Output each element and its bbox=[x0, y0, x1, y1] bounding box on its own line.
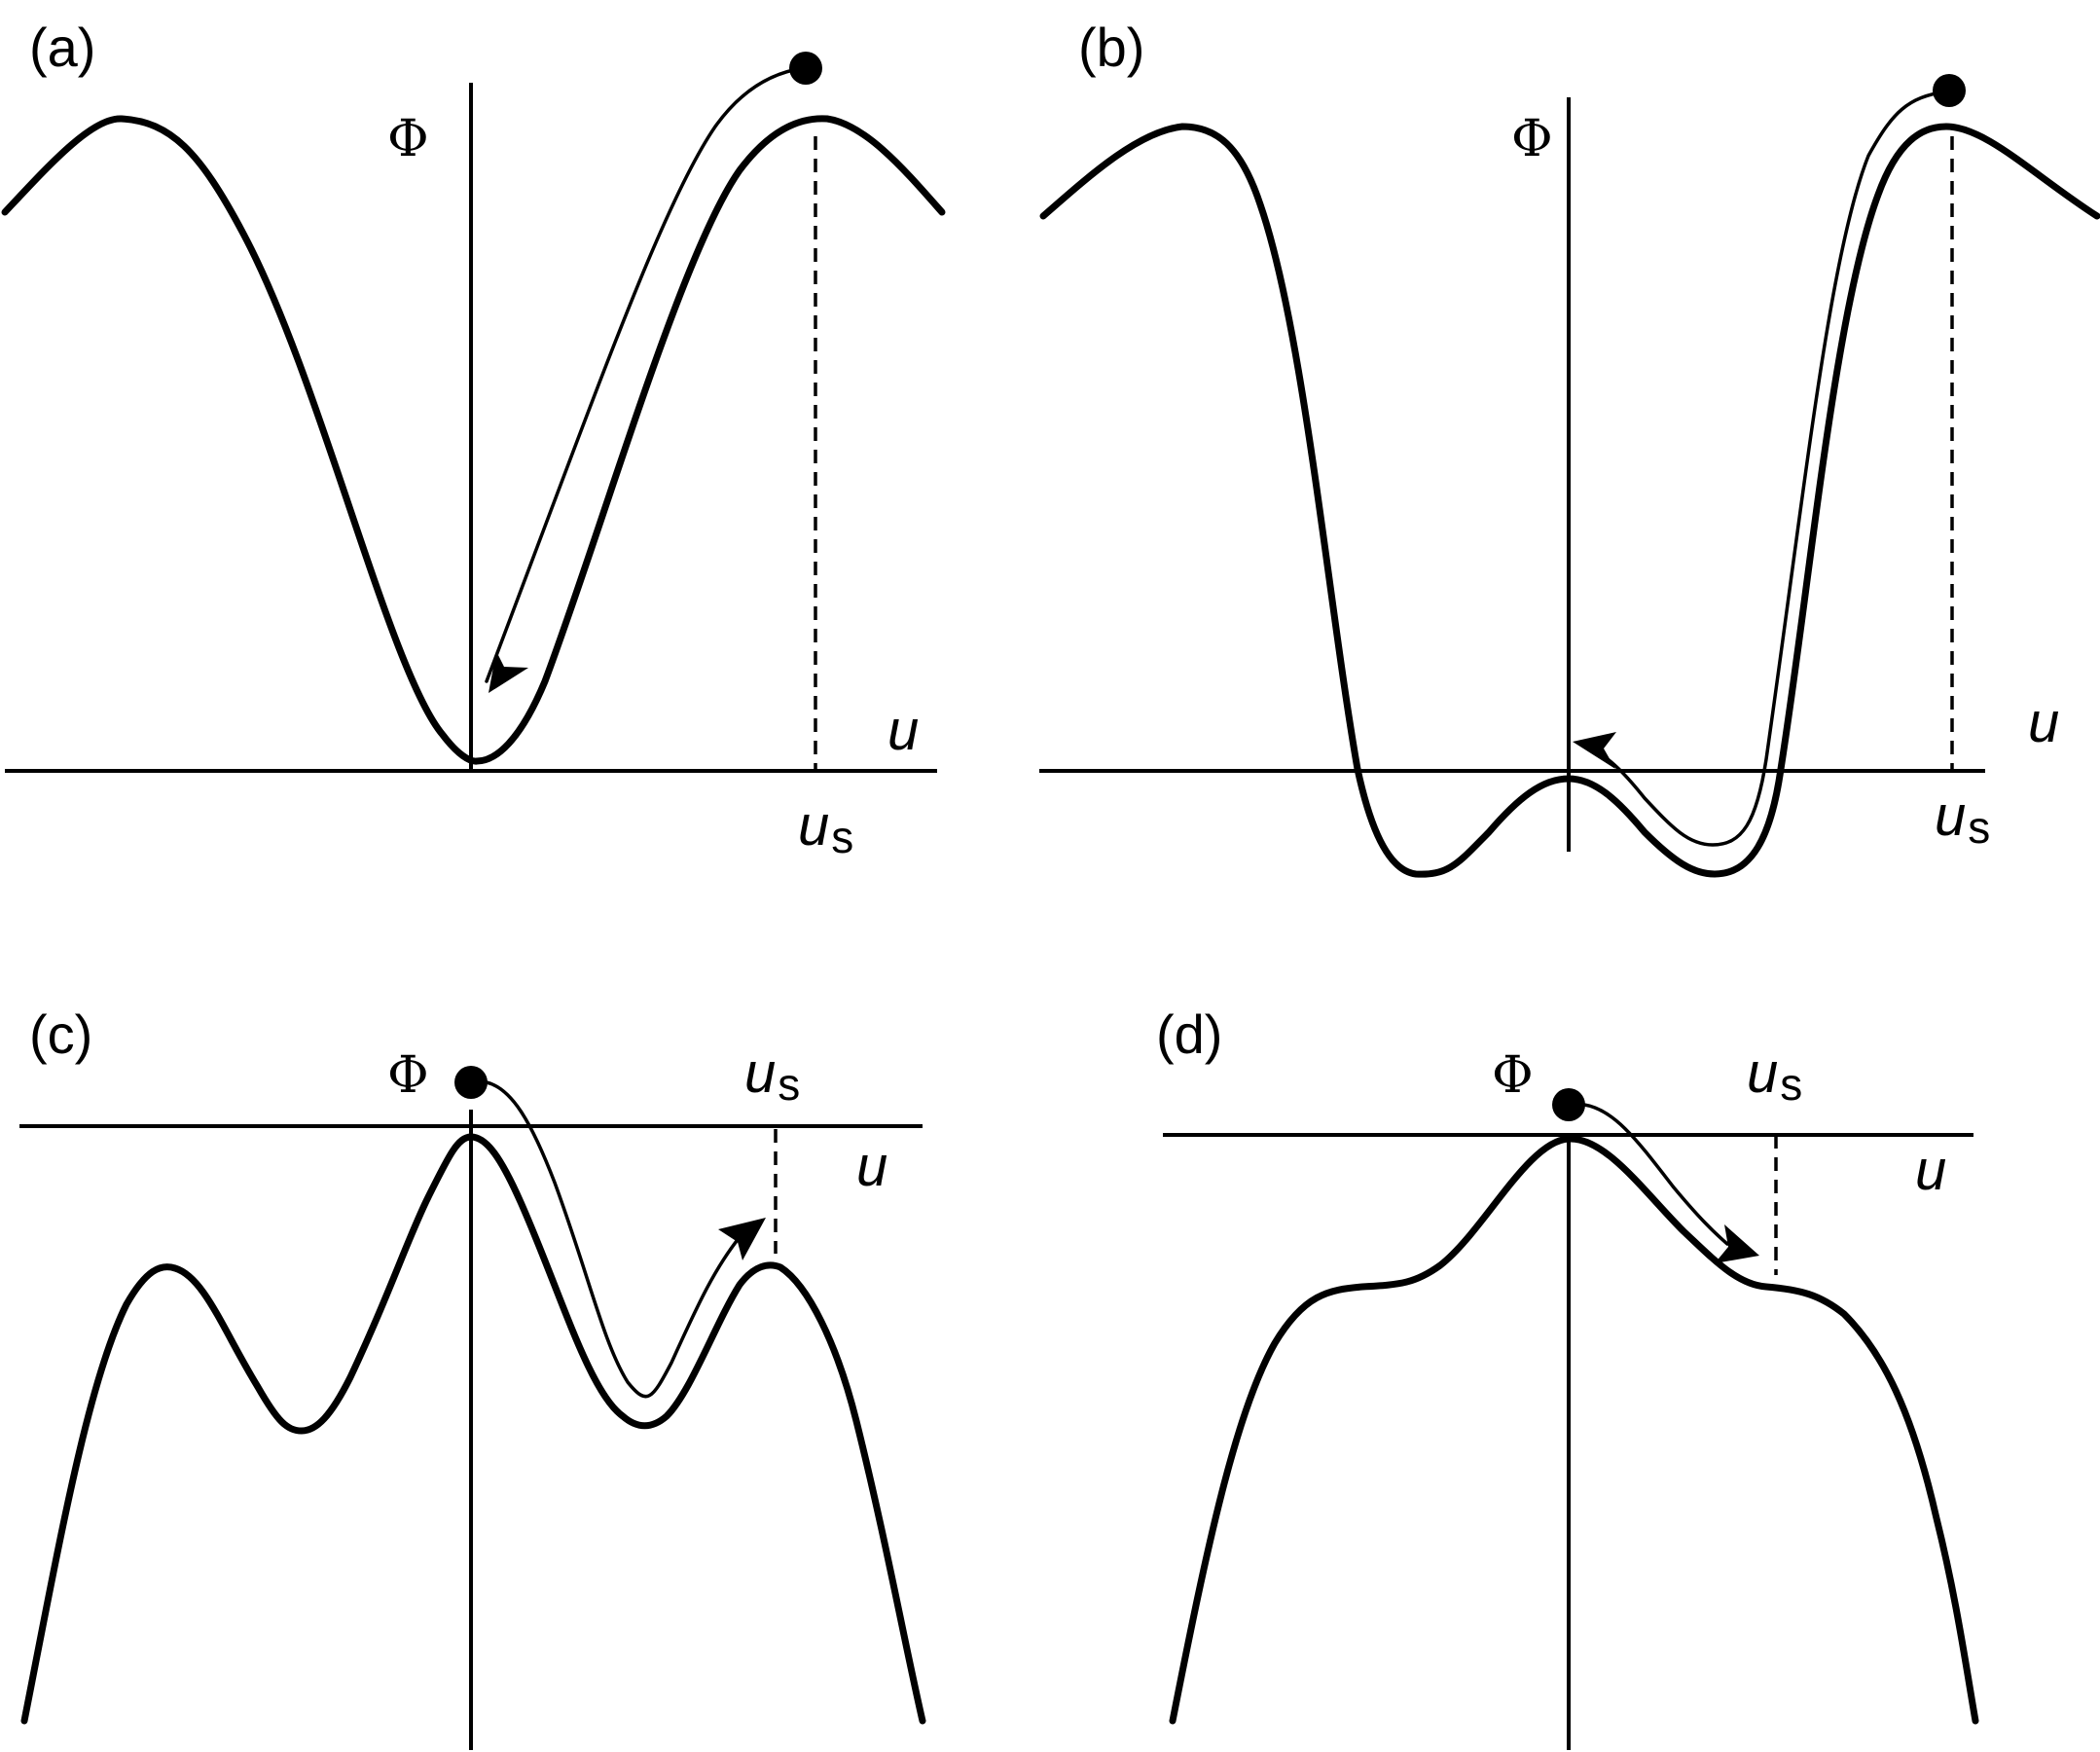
panel-c-u-label: u bbox=[856, 1135, 887, 1198]
panel-a-u-label: u bbox=[887, 699, 919, 762]
panel-c-trajectory bbox=[485, 1080, 746, 1399]
panel-b-label: (b) bbox=[1078, 17, 1144, 78]
panel-c-label: (c) bbox=[29, 1004, 92, 1065]
panel-b-phi-label: Φ bbox=[1511, 110, 1553, 168]
panel-c: (c) Φ u us bbox=[19, 1004, 926, 1750]
panel-d-trajectory bbox=[1582, 1103, 1729, 1246]
panel-a-particle bbox=[789, 52, 822, 85]
panel-d: (d) Φ u us bbox=[1156, 1004, 1979, 1750]
panel-b-us-label: us bbox=[1935, 785, 1990, 853]
panel-b-potential-curve bbox=[1039, 123, 2100, 878]
panel-c-arrow-head bbox=[718, 1218, 766, 1260]
panel-a-arrow-head bbox=[489, 651, 528, 693]
panel-d-phi-label: Φ bbox=[1492, 1046, 1534, 1105]
panel-b-particle bbox=[1933, 74, 1966, 107]
panel-a: (a) Φ u us bbox=[1, 17, 946, 862]
panel-b-trajectory bbox=[1594, 90, 1948, 847]
panel-c-us-label: us bbox=[744, 1041, 800, 1110]
panel-c-phi-label: Φ bbox=[387, 1046, 429, 1105]
panel-a-trajectory bbox=[485, 66, 806, 683]
panel-d-us-label: us bbox=[1747, 1041, 1802, 1110]
panel-b-u-label: u bbox=[2028, 691, 2059, 754]
panel-a-potential-curve bbox=[1, 115, 946, 765]
panel-b: (b) Φ u us bbox=[1039, 17, 2100, 878]
panel-b-arrow-head bbox=[1573, 732, 1616, 769]
panel-a-phi-label: Φ bbox=[387, 110, 429, 168]
panel-c-particle bbox=[454, 1066, 488, 1099]
panel-d-label: (d) bbox=[1156, 1004, 1222, 1065]
panel-d-potential-curve bbox=[1169, 1135, 1979, 1725]
panel-c-potential-curve bbox=[20, 1133, 926, 1725]
panel-a-us-label: us bbox=[798, 794, 853, 862]
panel-a-label: (a) bbox=[29, 17, 95, 78]
panel-d-particle bbox=[1552, 1088, 1585, 1121]
panel-d-arrow-head bbox=[1715, 1224, 1759, 1263]
panel-d-u-label: u bbox=[1915, 1139, 1946, 1202]
